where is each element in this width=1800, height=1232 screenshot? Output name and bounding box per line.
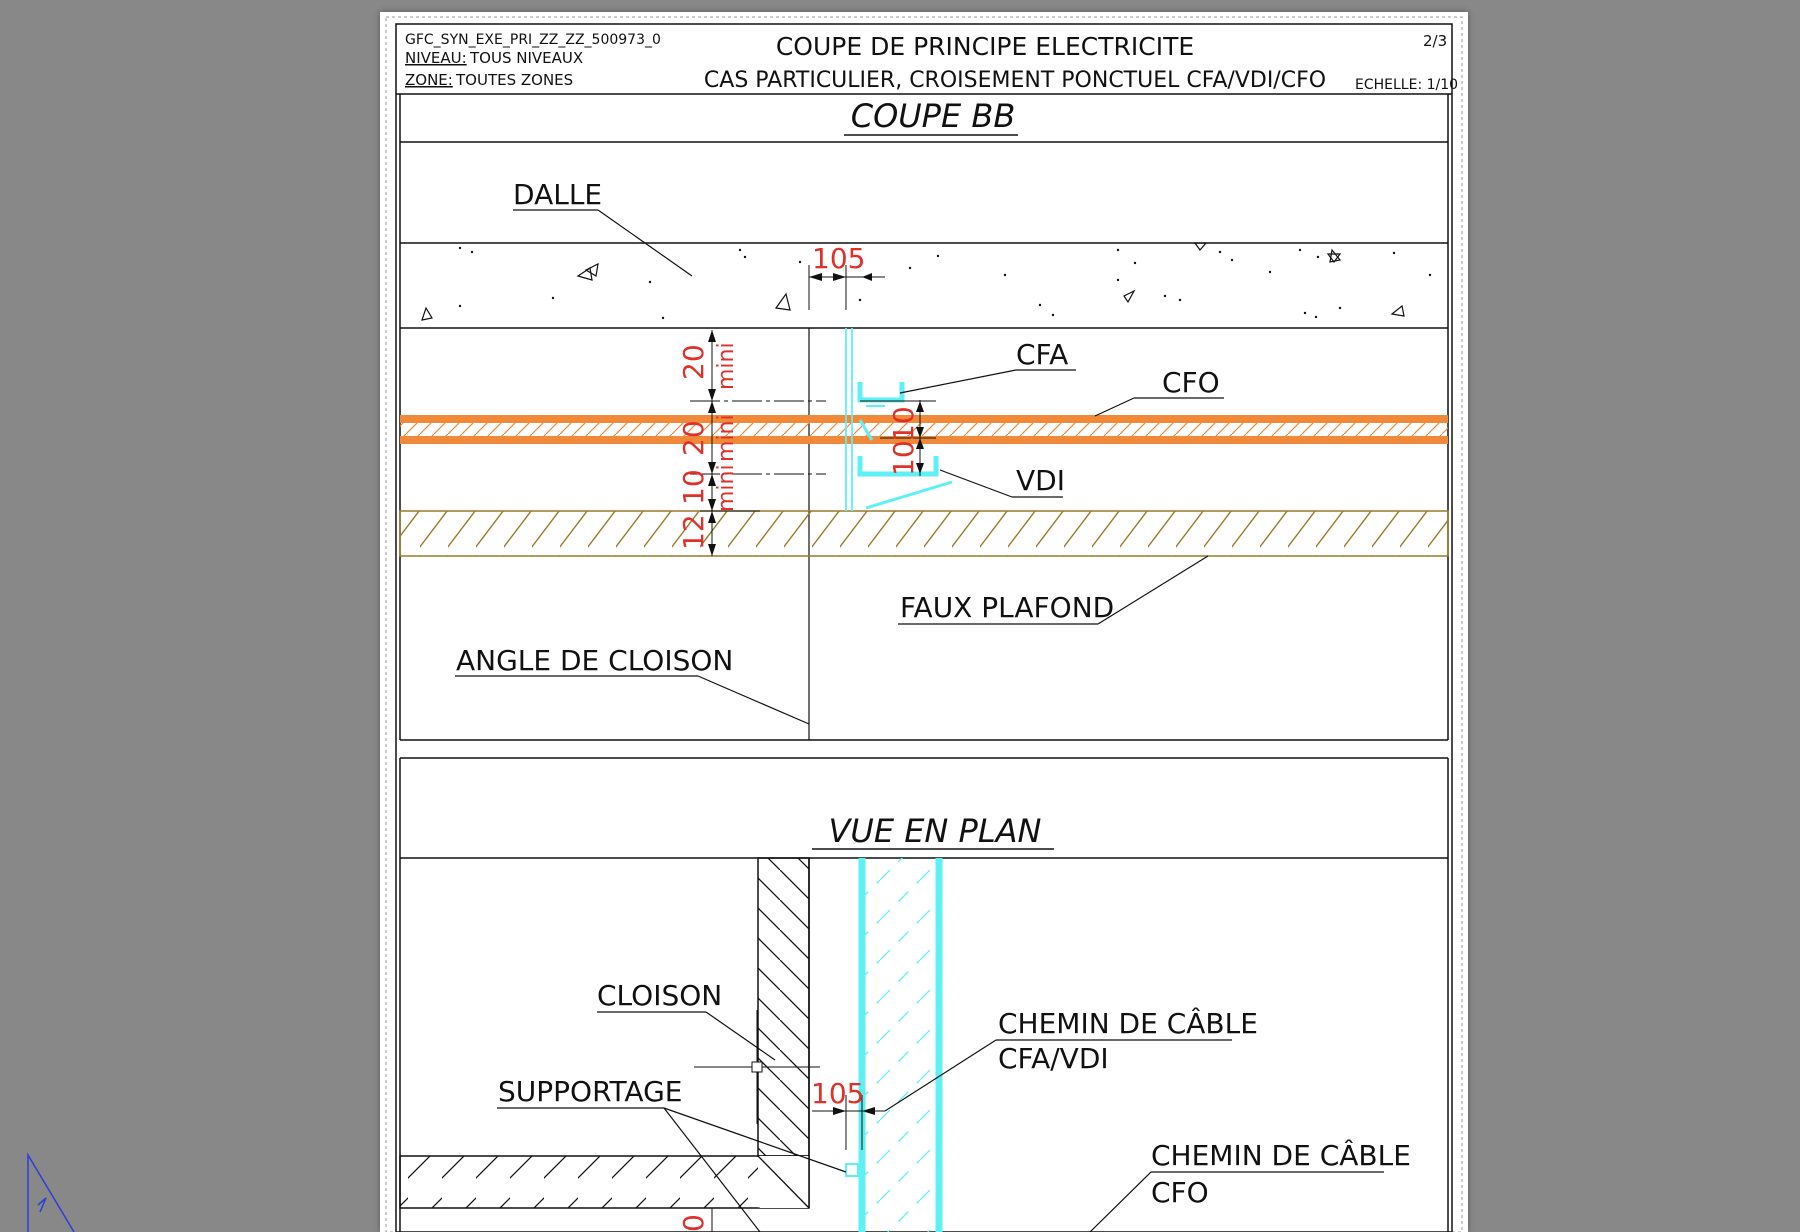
dim-12-left: 12 xyxy=(677,514,710,550)
dim-10-a: 10 xyxy=(887,406,920,442)
scale-label: ECHELLE: 1/10 xyxy=(1355,77,1458,93)
label-angle-de-cloison: ANGLE DE CLOISON xyxy=(456,644,733,677)
sheet-dashed-border xyxy=(385,16,1463,1232)
dim-10-left: 10 xyxy=(677,469,710,505)
dim-mini-low: mini xyxy=(714,464,739,512)
plan-labels: CLOISON SUPPORTAGE CHEMIN DE CÂBLE CFA/V… xyxy=(497,979,1411,1232)
drawing-title: COUPE DE PRINCIPE ELECTRICITE xyxy=(776,32,1194,61)
dimension-105-section: 105 xyxy=(808,242,885,310)
cursor-crosshair-icon xyxy=(694,1010,820,1124)
niveau-label: NIVEAU: xyxy=(405,49,467,67)
label-faux-plafond: FAUX PLAFOND xyxy=(900,591,1114,624)
label-chemin-cfo-line1: CHEMIN DE CÂBLE xyxy=(1151,1138,1411,1172)
section-title: COUPE BB xyxy=(851,97,1016,135)
sheet-inner-frame xyxy=(395,23,1453,1232)
dim-0-plan-label: 0 xyxy=(677,1214,710,1232)
label-dalle: DALLE xyxy=(513,178,602,211)
zone-value: TOUTES ZONES xyxy=(455,71,573,89)
label-vdi: VDI xyxy=(1016,464,1065,497)
concrete-slab xyxy=(400,242,1448,329)
niveau-value: TOUS NIVEAUX xyxy=(469,49,583,67)
page-number: 2/3 xyxy=(1423,32,1447,50)
dimension-0-plan: 0 xyxy=(677,1207,760,1232)
dimension-105-plan: 105 xyxy=(811,1077,885,1150)
vertical-dimensions: 20 mini 20 mini 10 12 mini 10 10 xyxy=(677,330,936,556)
drawing-subtitle: CAS PARTICULIER, CROISEMENT PONCTUEL CFA… xyxy=(704,68,1326,93)
label-cfa: CFA xyxy=(1016,338,1068,371)
label-chemin-cfa-line2: CFA/VDI xyxy=(998,1042,1109,1075)
section-labels: DALLE CFA CFO VDI FAUX PLAFOND ANGLE DE … xyxy=(455,178,1224,725)
plan-title: VUE EN PLAN xyxy=(829,812,1042,850)
title-block: GFC_SYN_EXE_PRI_ZZ_ZZ_500973_0 NIVEAU: T… xyxy=(396,32,1458,95)
label-supportage: SUPPORTAGE xyxy=(498,1075,682,1108)
section-coupe-bb: COUPE BB xyxy=(399,94,1449,759)
partition-wall xyxy=(399,857,810,1209)
label-cloison: CLOISON xyxy=(597,979,722,1012)
drawing-reference: GFC_SYN_EXE_PRI_ZZ_ZZ_500973_0 xyxy=(405,32,661,48)
label-cfo: CFO xyxy=(1162,366,1220,399)
dim-20-top: 20 xyxy=(677,344,710,380)
label-chemin-cfa-line1: CHEMIN DE CÂBLE xyxy=(998,1006,1258,1040)
plan-view: VUE EN PLAN xyxy=(399,758,1449,1232)
dim-20-mid: 20 xyxy=(677,420,710,456)
dim-105-plan-label: 105 xyxy=(811,1077,864,1110)
label-chemin-cfo-line2: CFO xyxy=(1151,1176,1209,1209)
dim-mini-mid: mini xyxy=(714,414,739,462)
cfo-cable-bundle xyxy=(400,415,1448,444)
false-ceiling xyxy=(399,510,1449,557)
cable-tray-plan xyxy=(845,858,943,1232)
cfa-vdi-trays xyxy=(845,328,953,511)
dim-105-label: 105 xyxy=(812,242,865,275)
dim-mini-top: mini xyxy=(714,342,739,390)
dim-10-b: 10 xyxy=(887,440,920,476)
zone-label: ZONE: xyxy=(405,71,453,89)
ucs-axis-icon xyxy=(27,1152,75,1232)
